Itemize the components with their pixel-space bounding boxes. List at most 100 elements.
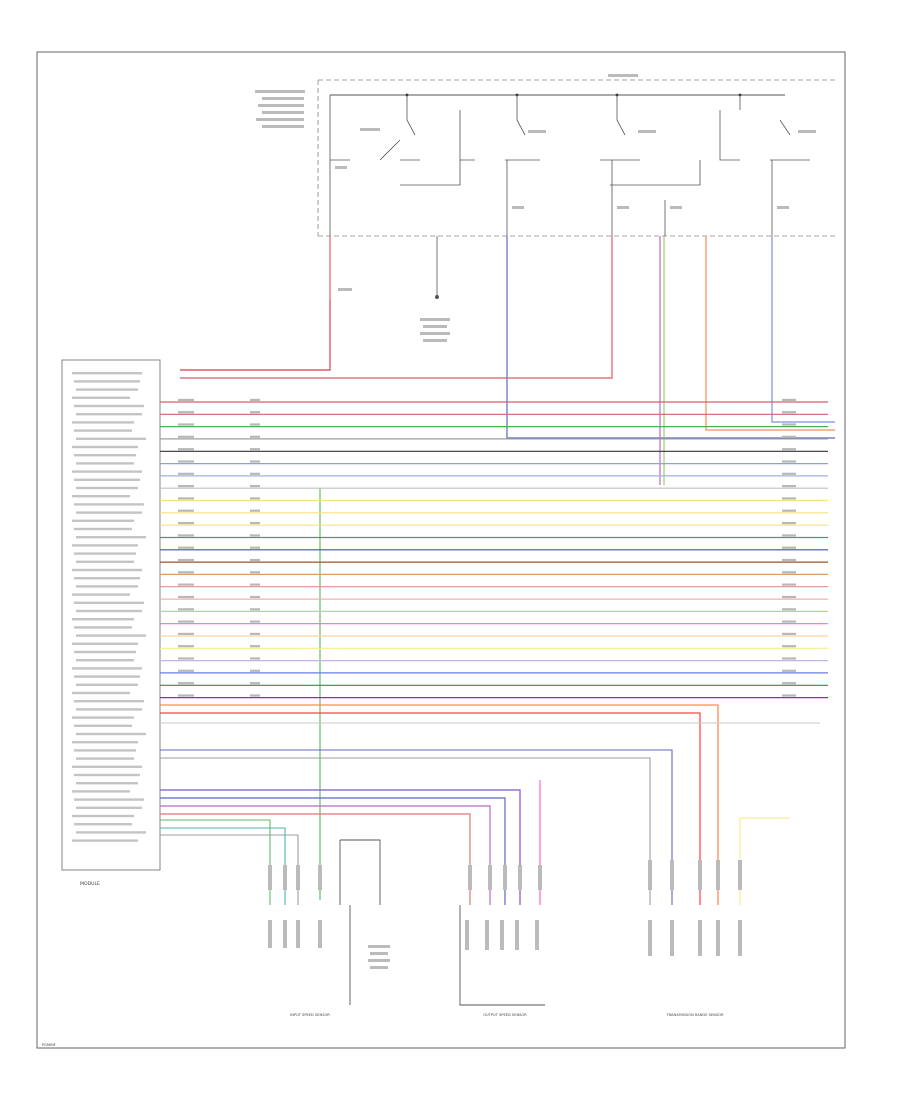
wire-tag [250,460,260,463]
wire-tag [782,423,796,426]
sensor-label-1: INPUT SPEED SENSOR [290,1013,330,1017]
wire-tag [178,682,194,685]
wire-tag [178,448,194,451]
wire-tag [250,534,260,537]
module-pin-label [74,454,136,457]
diagram-border [36,51,846,1049]
module-pin-label [74,626,132,629]
wire-tag [782,497,796,500]
module-pin-label [74,478,140,481]
wire-tag [178,435,194,438]
module-pin-label [76,388,138,391]
relay-block [255,74,835,342]
wire-tag [250,558,260,562]
module-pin-label [76,708,142,711]
module-pin-label [72,396,130,399]
module-pin-label [74,429,132,432]
wire-tag [782,583,796,586]
wire-tag [250,583,260,586]
module-pin-label [76,560,134,563]
wire-tag [782,595,796,599]
module-pin-label [74,577,140,580]
wire-tag [250,645,260,648]
module-pin-label [72,421,134,424]
module-pin-label [72,716,134,719]
module-pin-label [76,609,142,613]
sensor-label-2: OUTPUT SPEED SENSOR [483,1013,527,1017]
wire-tag [782,411,796,414]
wire-tag [250,682,260,685]
wire-tag [782,485,796,488]
module-pin-label [74,527,132,531]
module-pin-label [76,437,146,440]
module-pin-label [74,823,132,826]
module-pin-label [74,675,140,678]
wire-tag [250,632,260,635]
wire-tag [782,657,796,660]
module-pin-label [76,732,146,736]
wire-tag [178,509,194,512]
wire-tag [178,620,194,623]
wire-tag [250,411,260,414]
wire-tag [250,669,260,672]
wire-tag [250,546,260,549]
module-pin-label [76,585,138,588]
module-pin-label [76,659,134,662]
wire-tag [782,472,796,475]
wire-tag [782,534,796,537]
wire-tag [782,632,796,635]
module-pin-label [72,568,142,572]
module-pin-label [72,667,142,670]
wire-tag [178,497,194,500]
feed-wires [180,236,835,900]
module-pin-label [76,413,142,416]
module-pin-label [76,634,146,637]
wire-tag [782,669,796,672]
module-pin-label [72,470,142,473]
lower-connections [160,704,820,1006]
module-pin-label [76,782,138,785]
wire-tag [178,546,194,549]
wire-tag [178,472,194,475]
wire-tag [250,435,260,438]
wire-tag [178,632,194,635]
module-pin-label [76,511,142,514]
wire-tag [178,460,194,463]
module-pin-label [74,773,140,777]
footer-code: PGMINF [42,1043,56,1047]
module-pin-label [72,495,130,498]
module-pin-label [72,544,138,547]
module-pin-label [76,486,138,490]
wire-tag [250,509,260,512]
module-pin-label [74,503,144,506]
module-pin-label [72,618,134,621]
module-pin-label [72,741,138,744]
wire-tag [250,620,260,623]
module-pin-label [74,552,136,555]
wire-tag [782,645,796,648]
wire-tag [782,522,796,525]
module-pin-label [72,593,130,596]
module-pin-label [76,536,146,539]
wire-tag [178,645,194,648]
wire-tag [782,509,796,512]
wire-tag [782,435,796,438]
wire-tag [178,423,194,426]
module-pin-label [76,806,142,809]
wire-tag [250,448,260,451]
module-pin-label [72,445,138,449]
module-pin-label [74,724,132,727]
wire-tag [782,398,796,401]
module-pin-label [72,691,130,695]
wire-tag [782,460,796,463]
wire-tag [782,448,796,451]
module-pin-label [76,831,146,834]
module-pin-label [76,683,138,686]
wire-tag [178,669,194,672]
module-pin-labels [72,372,146,842]
wire-tag [178,398,194,401]
module-pin-label [74,798,144,801]
module-label: MODULE [80,881,100,887]
wire-tag [250,694,260,697]
